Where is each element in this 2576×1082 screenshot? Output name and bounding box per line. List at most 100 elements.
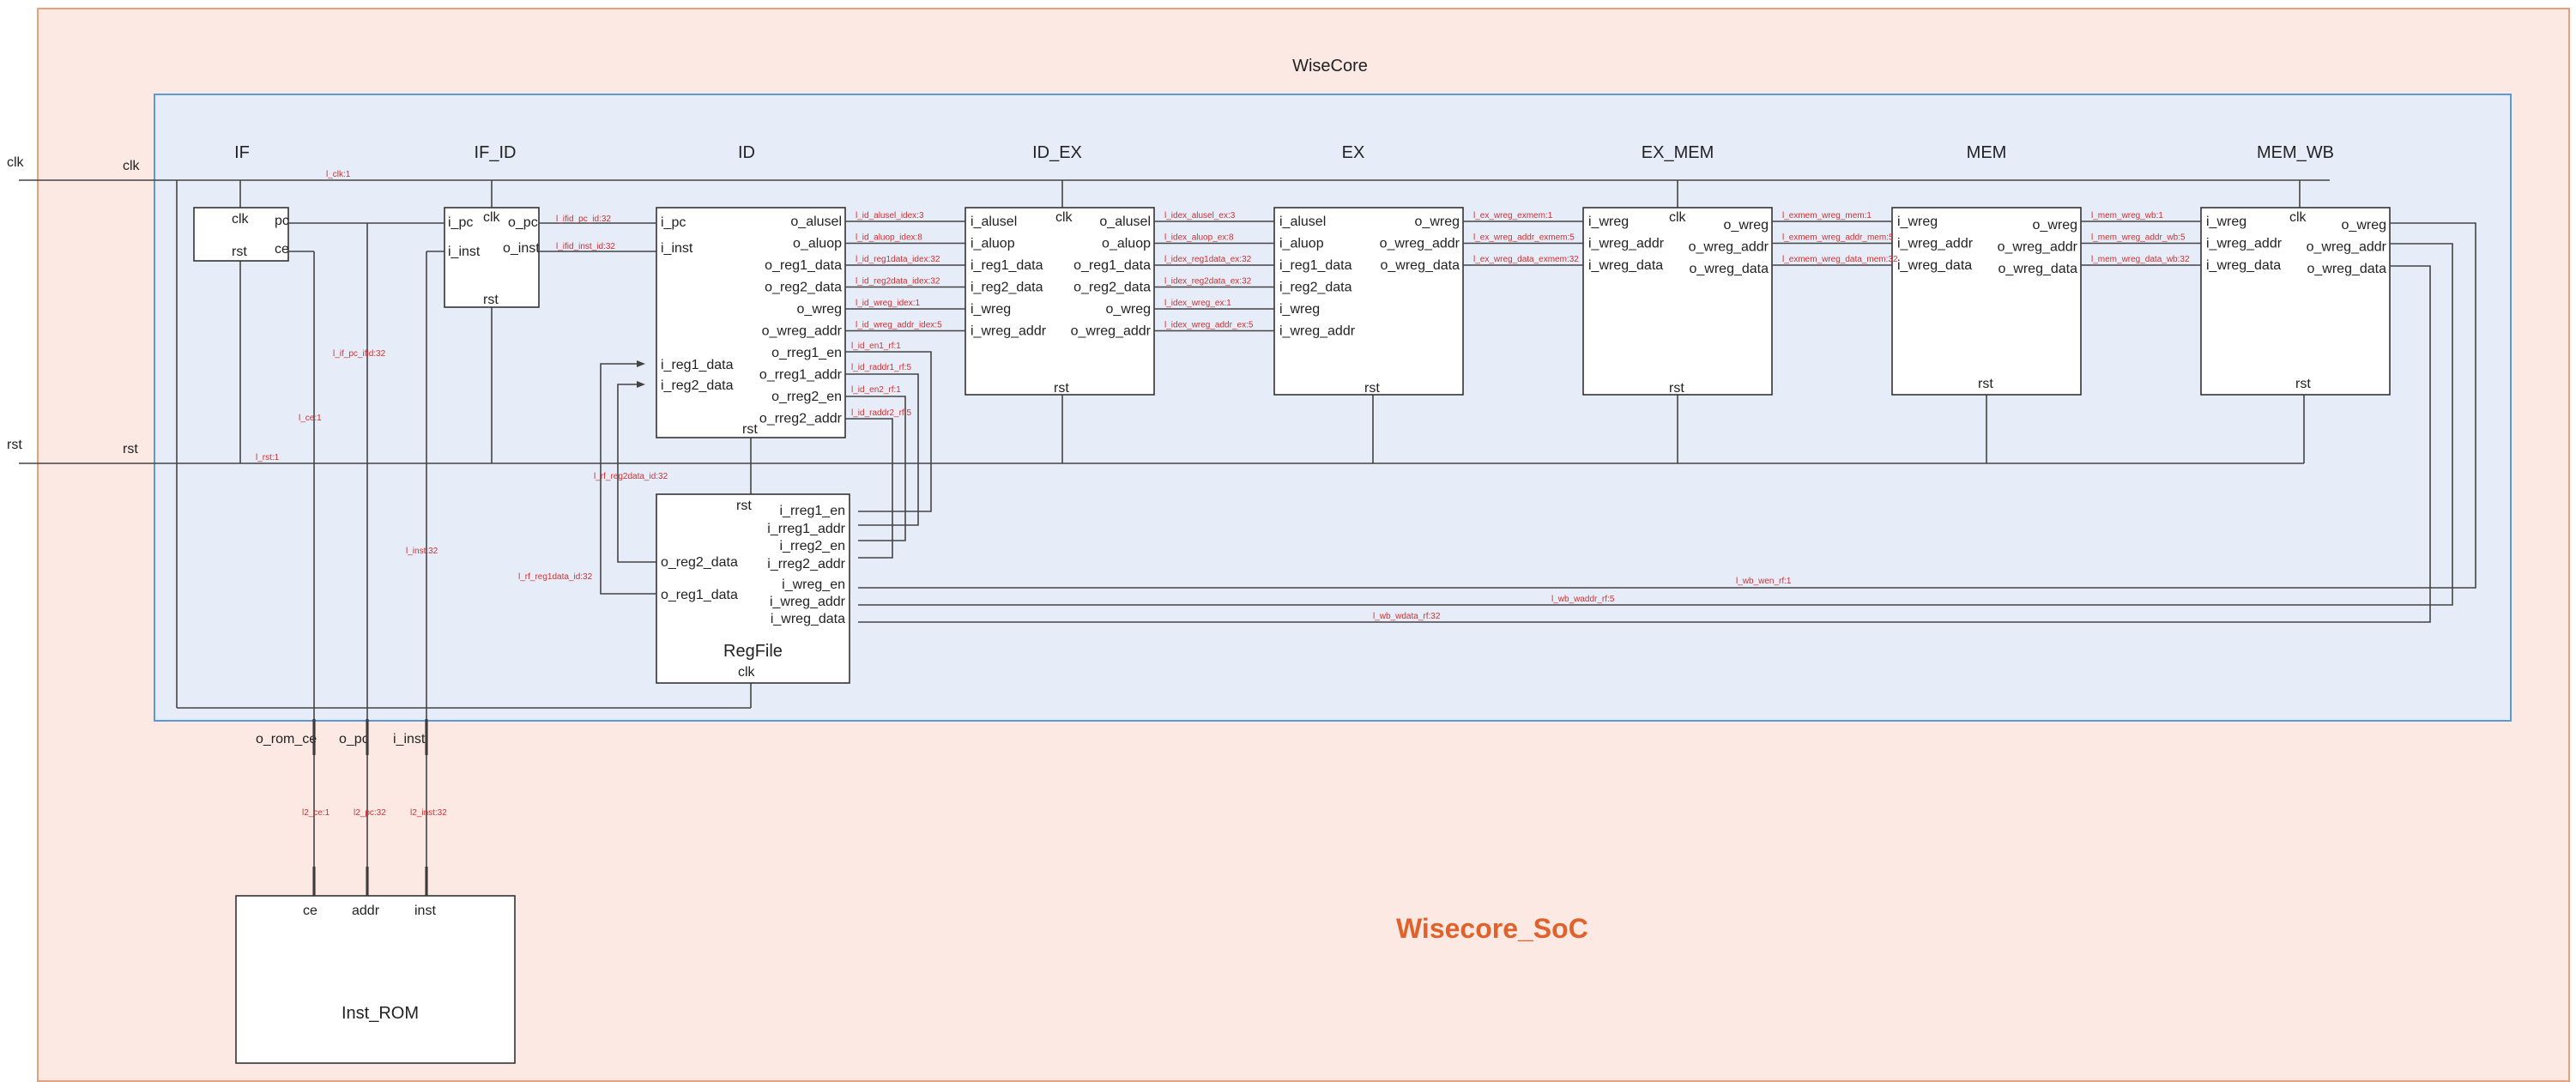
inst-rom-addr-port: addr xyxy=(352,904,380,918)
mem-port-i-wreg: i_wreg xyxy=(1897,215,1938,229)
mem-wb-rst-port: rst xyxy=(2295,377,2311,391)
regfile-o-reg1-data-port: o_reg1_data xyxy=(661,588,738,602)
core-port-o-pc: o_pc xyxy=(339,732,369,747)
core-frame xyxy=(154,94,2512,722)
id-en1-label: l_id_en1_rf:1 xyxy=(851,342,901,351)
regfile-o-reg2-data-port: o_reg2_data xyxy=(661,555,738,570)
ex-port-i-reg2-data: i_reg2_data xyxy=(1279,281,1352,295)
rf-reg2-label: l_rf_reg2data_id:32 xyxy=(594,472,668,481)
stage-ex-mem-title: EX_MEM xyxy=(1642,143,1714,162)
id-rst-port: rst xyxy=(742,422,758,437)
stage-ex-title: EX xyxy=(1342,143,1365,162)
regfile-name: RegFile xyxy=(723,642,783,661)
mem-memwb-label-1: l_mem_wreg_addr_wb:5 xyxy=(2091,233,2186,243)
block-mem-wb: clk rst xyxy=(2200,207,2391,396)
idex-ex-label-1: l_idex_aluop_ex:8 xyxy=(1164,233,1234,243)
id-idex-label-3: l_id_reg2data_idex:32 xyxy=(856,277,940,287)
ce-label: l_ce:1 xyxy=(299,414,322,423)
id-ex-port-o-alusel: o_alusel xyxy=(1099,215,1151,229)
stage-id-title: ID xyxy=(738,143,755,162)
exmem-mem-label-0: l_exmem_wreg_mem:1 xyxy=(1782,211,1872,221)
id-regfile-wiring: l_id_en1_rf:1 l_id_raddr1_rf:5 l_id_en2_… xyxy=(845,342,932,559)
id-ex-port-o-wreg-addr: o_wreg_addr xyxy=(1071,324,1152,339)
rst-port-label: rst xyxy=(7,438,22,452)
id-port-o-wreg-addr: o_wreg_addr xyxy=(762,324,843,339)
regfile-port-i-rreg1-en: i_rreg1_en xyxy=(780,504,846,518)
stage-if-title: IF xyxy=(234,143,250,162)
stage-if-id-title: IF_ID xyxy=(475,143,517,162)
if-clk-port: clk xyxy=(232,212,250,227)
mem-port-o-wreg-addr: o_wreg_addr xyxy=(1998,240,2078,255)
l2-ce-label: l2_ce:1 xyxy=(302,808,330,818)
idex-ex-label-0: l_idex_alusel_ex:3 xyxy=(1164,211,1236,221)
ex-mem-port-i-wreg: i_wreg xyxy=(1588,215,1629,229)
clk-wire-label: l_clk:1 xyxy=(326,170,351,179)
ex-mem-port-i-wreg-addr: i_wreg_addr xyxy=(1588,237,1665,251)
id-ex-port-i-wreg-addr: i_wreg_addr xyxy=(971,324,1047,339)
block-if: clk rst pc ce xyxy=(193,207,289,262)
mem-port-i-wreg-addr: i_wreg_addr xyxy=(1897,237,1974,251)
block-ex: rst xyxy=(1273,207,1464,396)
id-ex-rst-port: rst xyxy=(1054,381,1069,396)
soc-title: Wisecore_SoC xyxy=(1396,913,1588,944)
mem-wb-port-i-wreg: i_wreg xyxy=(2206,215,2246,229)
id-idex-label-1: l_id_aluop_idex:8 xyxy=(856,233,922,243)
mem-wb-port-o-wreg-addr: o_wreg_addr xyxy=(2307,240,2387,255)
inst-rom-name: Inst_ROM xyxy=(342,1004,419,1023)
mem-port-o-wreg-data: o_wreg_data xyxy=(1998,262,2077,276)
pipeline-wires: l_id_alusel_idex:3l_id_aluop_idex:8l_id_… xyxy=(845,211,2201,332)
id-port-o-rreg1-en: o_rreg1_en xyxy=(771,346,842,360)
regfile-port-i-rreg2-addr: i_rreg2_addr xyxy=(767,557,845,571)
id-idex-label-2: l_id_reg1data_idex:32 xyxy=(856,255,940,264)
if-id-clk-port: clk xyxy=(483,210,501,225)
id-ex-clk-port: clk xyxy=(1055,210,1073,225)
wb-wen-label: l_wb_wen_rf:1 xyxy=(1736,577,1792,586)
block-if-id: i_pc clk o_pc i_inst o_inst rst xyxy=(444,207,540,308)
mem-memwb-label-2: l_mem_wreg_data_wb:32 xyxy=(2091,255,2190,264)
idex-ex-label-3: l_idex_reg2data_ex:32 xyxy=(1164,277,1252,287)
regfile-clk-port: clk xyxy=(738,665,756,680)
ex-exmem-label-2: l_ex_wreg_data_exmem:32 xyxy=(1473,255,1579,264)
ex-port-i-wreg: i_wreg xyxy=(1279,302,1320,317)
id-en2-label: l_id_en2_rf:1 xyxy=(851,385,901,395)
id-ex-port-i-alusel: i_alusel xyxy=(971,215,1017,229)
id-port-o-rreg2-addr: o_rreg2_addr xyxy=(759,412,843,426)
l2-inst-label: l2_inst:32 xyxy=(410,808,447,818)
ex-port-o-wreg-addr: o_wreg_addr xyxy=(1380,237,1460,251)
inst-label: l_inst:32 xyxy=(406,547,438,556)
mem-wb-port-i-wreg-data: i_wreg_data xyxy=(2206,258,2281,273)
id-ex-port-o-reg1-data: o_reg1_data xyxy=(1073,258,1151,273)
id-ex-port-o-reg2-data: o_reg2_data xyxy=(1073,281,1151,295)
mem-wb-port-o-wreg-data: o_wreg_data xyxy=(2307,262,2386,276)
id-port-o-rreg1-addr: o_rreg1_addr xyxy=(759,368,843,383)
ex-mem-port-i-wreg-data: i_wreg_data xyxy=(1588,258,1663,273)
inst-rom-ce-port: ce xyxy=(303,904,317,918)
id-port-o-wreg: o_wreg xyxy=(797,302,842,317)
rf-reg1-label: l_rf_reg1data_id:32 xyxy=(518,572,593,582)
id-ex-port-i-reg2-data: i_reg2_data xyxy=(971,281,1043,295)
if-id-i-pc-port: i_pc xyxy=(448,215,473,230)
id-ex-port-o-wreg: o_wreg xyxy=(1106,302,1151,317)
ex-port-i-wreg-addr: i_wreg_addr xyxy=(1279,324,1356,339)
core-title: WiseCore xyxy=(1292,57,1368,76)
wb-waddr-label: l_wb_waddr_rf:5 xyxy=(1551,595,1615,604)
exmem-mem-label-1: l_exmem_wreg_addr_mem:5 xyxy=(1782,233,1894,243)
id-i-inst-port: i_inst xyxy=(661,241,693,256)
regfile-port-i-wreg-data: i_wreg_data xyxy=(771,612,845,626)
if-ce-port: ce xyxy=(275,242,289,257)
regfile-port-i-rreg1-addr: i_rreg1_addr xyxy=(767,522,845,536)
id-raddr2-label: l_id_raddr2_rf:5 xyxy=(851,408,911,418)
ifid-inst-label: l_ifid_inst_id:32 xyxy=(556,242,615,251)
stage-mem-title: MEM xyxy=(1967,143,2007,162)
id-i-reg2-data-port: i_reg2_data xyxy=(661,378,734,393)
rst-core-label: rst xyxy=(123,442,138,456)
exmem-mem-label-2: l_exmem_wreg_data_mem:32 xyxy=(1782,255,1898,264)
regfile-port-i-wreg-en: i_wreg_en xyxy=(782,577,845,592)
id-idex-label-4: l_id_wreg_idex:1 xyxy=(856,299,920,308)
id-port-o-reg2-data: o_reg2_data xyxy=(765,281,842,295)
stage-id-ex-title: ID_EX xyxy=(1032,143,1082,162)
mem-port-o-wreg: o_wreg xyxy=(2033,218,2077,233)
if-id-o-inst-port: o_inst xyxy=(503,241,540,256)
clk-core-label: clk xyxy=(123,159,141,173)
